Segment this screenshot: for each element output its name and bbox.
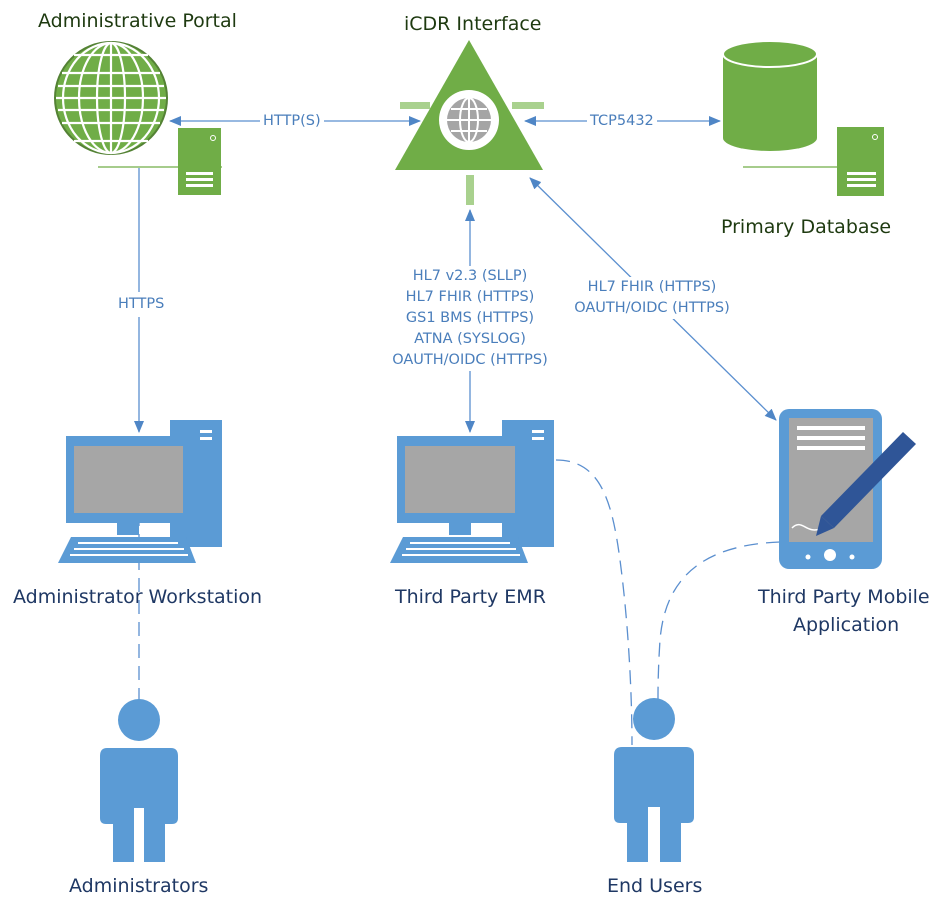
globe-icon — [54, 41, 168, 155]
database-icon — [722, 40, 818, 151]
primary-database-title: Primary Database — [721, 216, 892, 238]
emr-icon — [390, 420, 554, 563]
emr-protocol: ATNA (SYSLOG) — [384, 329, 556, 350]
icdr-interface-icon — [395, 40, 544, 205]
link-endusers-emr — [555, 459, 633, 746]
end-users-title: End Users — [607, 875, 703, 897]
edge-label-https-portal: HTTP(S) — [260, 111, 324, 132]
administrator-workstation-title: Administrator Workstation — [13, 586, 263, 608]
emr-protocol: OAUTH/OIDC (HTTPS) — [384, 350, 556, 371]
mobile-protocol: HL7 FHIR (HTTPS) — [564, 277, 740, 298]
emr-protocol: HL7 v2.3 (SLLP) — [384, 266, 556, 287]
end-users-person-icon — [614, 698, 694, 862]
third-party-emr-title: Third Party EMR — [395, 586, 546, 608]
mobile-device-icon — [779, 409, 882, 569]
stylus-icon — [816, 432, 916, 536]
administrators-person-icon — [100, 699, 178, 862]
edge-label-https-workstation: HTTPS — [116, 292, 167, 317]
link-endusers-mobile — [657, 541, 781, 701]
administrators-title: Administrators — [69, 875, 209, 897]
mobile-app-title-line2: Application — [793, 614, 900, 636]
emr-protocol: GS1 BMS (HTTPS) — [384, 308, 556, 329]
portal-server-icon — [98, 128, 222, 195]
icdr-interface-title: iCDR Interface — [404, 13, 542, 35]
emr-protocol: HL7 FHIR (HTTPS) — [384, 287, 556, 308]
edge-label-tcp5432: TCP5432 — [587, 111, 657, 132]
mobile-app-title-line1: Third Party Mobile — [758, 586, 930, 608]
administrative-portal-title: Administrative Portal — [38, 10, 237, 32]
mobile-protocol-list: HL7 FHIR (HTTPS) OAUTH/OIDC (HTTPS) — [564, 277, 740, 319]
workstation-icon — [58, 420, 222, 563]
mobile-protocol: OAUTH/OIDC (HTTPS) — [564, 298, 740, 319]
db-server-icon — [743, 127, 884, 196]
emr-protocol-list: HL7 v2.3 (SLLP) HL7 FHIR (HTTPS) GS1 BMS… — [384, 266, 556, 371]
